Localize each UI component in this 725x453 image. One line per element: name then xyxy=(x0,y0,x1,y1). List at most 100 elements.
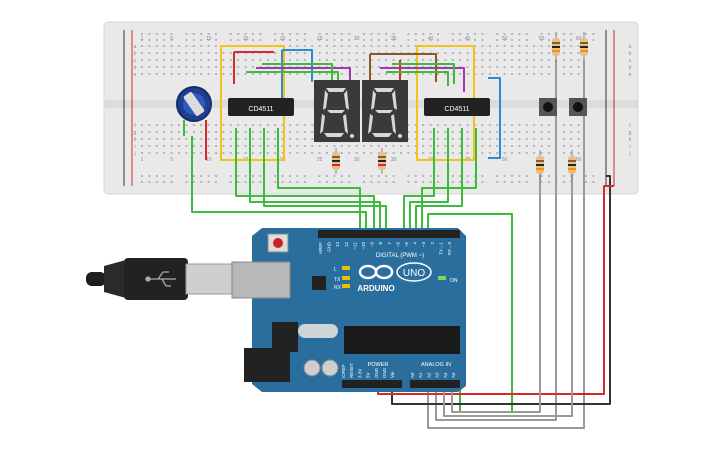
column-number: 10 xyxy=(206,157,212,163)
l-label: L xyxy=(334,267,337,273)
row-letter: d xyxy=(629,65,632,71)
pin-label: 13 xyxy=(335,242,340,248)
wire-yellow-left xyxy=(220,45,285,161)
pin-label: A2 xyxy=(426,372,431,378)
row-letter: h xyxy=(134,137,137,143)
wire-gray-1 xyxy=(435,60,557,421)
column-number: 55 xyxy=(539,36,545,42)
microcontroller-chip xyxy=(344,326,460,354)
column-number: 50 xyxy=(502,36,508,42)
chip-left: CD4511 xyxy=(228,98,294,116)
pin-label: A0 xyxy=(410,372,415,378)
column-number: 60 xyxy=(576,157,582,163)
pin-label: RESET xyxy=(349,363,354,378)
potentiometer-knob[interactable] xyxy=(183,91,205,116)
row-letter: b xyxy=(134,51,137,57)
resistor xyxy=(536,150,544,180)
resistor xyxy=(568,150,576,180)
pin-label: A1 xyxy=(418,372,423,378)
pin-label: ~9 xyxy=(370,242,375,248)
pin-label: ~3 xyxy=(421,242,426,248)
row-letter: i xyxy=(629,144,630,150)
pin-label: ~11 xyxy=(352,242,357,250)
wire-purple-left xyxy=(256,67,351,80)
uno-text: UNO xyxy=(403,268,425,279)
pin-label: TX→1 xyxy=(438,242,443,255)
row-letter: e xyxy=(629,72,632,78)
pin-label: A4 xyxy=(443,372,448,378)
column-number: 30 xyxy=(354,157,360,163)
wire-purple-right xyxy=(380,67,465,92)
arduino-logo-icon xyxy=(358,264,394,280)
resistor xyxy=(378,148,386,174)
tx-label: TX xyxy=(334,277,341,283)
rx-label: RX xyxy=(334,285,342,291)
column-number: 35 xyxy=(391,157,397,163)
pin-label: 5V xyxy=(366,372,371,378)
column-number: 45 xyxy=(465,36,471,42)
pin-label: 3.3V xyxy=(357,369,362,378)
power-jack xyxy=(244,348,290,382)
chip-label: CD4511 xyxy=(444,106,469,113)
pin-label: 12 xyxy=(344,242,349,248)
column-number: 5 xyxy=(170,36,173,42)
pushbutton-right[interactable] xyxy=(569,98,587,116)
column-number: 20 xyxy=(280,36,286,42)
wire-black-gnd xyxy=(391,175,611,405)
column-number: 60 xyxy=(576,36,582,42)
row-letter: d xyxy=(134,65,137,71)
column-number: 1 xyxy=(141,36,144,42)
digital-header xyxy=(318,230,460,238)
analog-label: ANALOG IN xyxy=(421,362,451,368)
wire-blue-right xyxy=(488,77,501,159)
potentiometer[interactable] xyxy=(176,86,212,122)
arduino-uno xyxy=(231,228,466,392)
column-number: 50 xyxy=(502,157,508,163)
row-letter: e xyxy=(134,72,137,78)
row-letter: f xyxy=(134,123,136,129)
pin-label: A5 xyxy=(451,372,456,378)
reset-button[interactable] xyxy=(273,238,283,248)
seven-segment-display-right xyxy=(362,80,408,142)
arduino-logo-text: ARDUINO xyxy=(357,284,394,293)
usb-icon xyxy=(145,271,176,287)
row-letter: a xyxy=(629,44,632,50)
chip-right: CD4511 xyxy=(424,98,490,116)
column-number: 5 xyxy=(170,157,173,163)
row-letter: h xyxy=(629,137,632,143)
usb-jack xyxy=(231,261,291,299)
row-letter: g xyxy=(629,130,632,136)
resistor xyxy=(580,32,588,62)
chip-label: CD4511 xyxy=(248,106,273,113)
row-letter: j xyxy=(133,151,135,157)
analog-header xyxy=(410,380,460,388)
pin-label: 4 xyxy=(413,242,418,245)
pin-label: 8 xyxy=(378,242,383,245)
on-label: ON xyxy=(450,278,458,284)
row-letter: c xyxy=(134,58,137,64)
column-number: 10 xyxy=(206,36,212,42)
pin-label: ~10 xyxy=(361,242,366,250)
power-label: POWER xyxy=(368,362,389,368)
column-number: 25 xyxy=(317,36,323,42)
pin-label: AREF xyxy=(318,242,323,254)
usb-cable xyxy=(86,258,233,300)
pin-label: A3 xyxy=(435,372,440,378)
pin-label: RX←0 xyxy=(447,242,452,256)
wire-gray-2 xyxy=(427,60,585,429)
wire-green-long xyxy=(427,213,513,413)
resistors xyxy=(332,32,588,180)
pin-label: ~6 xyxy=(395,242,400,248)
column-number: 1 xyxy=(141,157,144,163)
row-letter: f xyxy=(629,123,631,129)
pin-label: Vin xyxy=(390,371,395,378)
row-letter: c xyxy=(629,58,632,64)
column-number: 30 xyxy=(354,36,360,42)
pushbutton-left[interactable] xyxy=(539,98,557,116)
column-number: 35 xyxy=(391,36,397,42)
row-letter: g xyxy=(134,130,137,136)
wire-yellow-right xyxy=(416,45,475,161)
pin-label: GND xyxy=(374,367,379,378)
